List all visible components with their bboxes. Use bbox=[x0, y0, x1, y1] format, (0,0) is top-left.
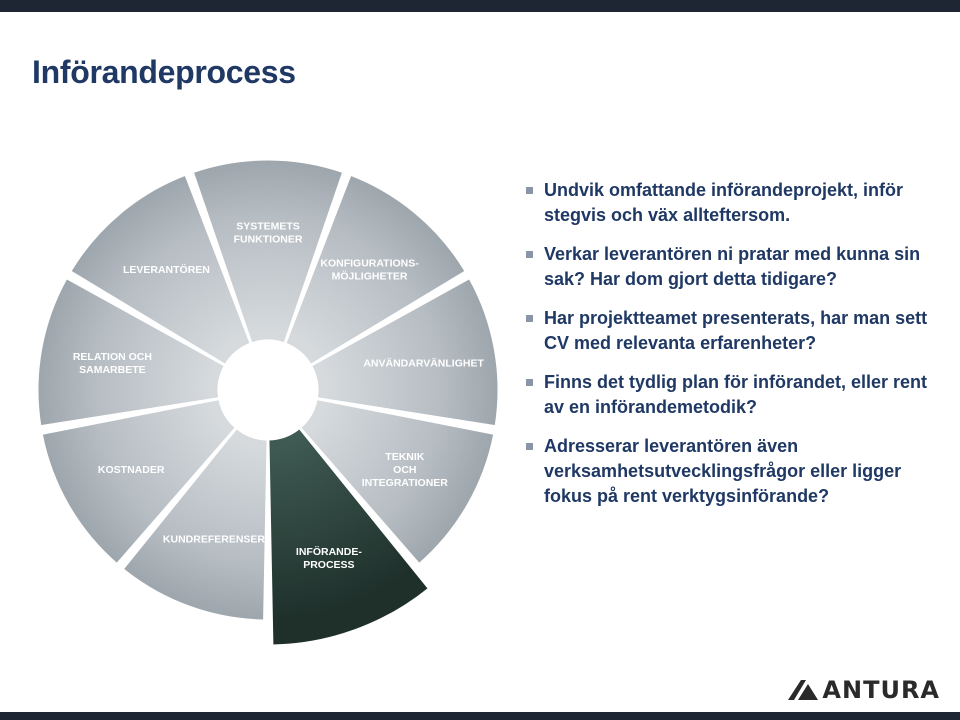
bullet-marker bbox=[526, 251, 533, 258]
bullet-marker bbox=[526, 379, 533, 386]
wheel-label-line: TEKNIK bbox=[385, 451, 425, 463]
bullet-marker bbox=[526, 187, 533, 194]
wheel-label-line: KONFIGURATIONS- bbox=[320, 257, 419, 269]
wheel-segment-label: LEVERANTÖREN bbox=[123, 263, 210, 276]
wheel-segment bbox=[122, 428, 268, 621]
wheel-segment bbox=[37, 278, 225, 427]
bullet-marker bbox=[526, 315, 533, 322]
wheel-segment bbox=[268, 428, 429, 646]
top-bar bbox=[0, 0, 960, 12]
wheel-segment-label: ANVÄNDARVÄNLIGHET bbox=[363, 357, 484, 370]
wheel-segment bbox=[300, 399, 495, 565]
wheel-label-line: KOSTNADER bbox=[98, 464, 165, 476]
wheel-label-line: RELATION OCH bbox=[73, 351, 152, 363]
wheel-segment bbox=[311, 278, 499, 427]
bullet-item: Har projektteamet presenterats, har man … bbox=[526, 306, 946, 356]
wheel-segment bbox=[70, 174, 251, 365]
wheel-segment-label: KOSTNADER bbox=[98, 464, 165, 476]
antura-logo-icon bbox=[788, 680, 819, 700]
bullet-item: Undvik omfattande införandeprojekt, infö… bbox=[526, 178, 946, 228]
bullet-item: Adresserar leverantören även verksamhets… bbox=[526, 434, 946, 509]
wheel-label-line: FUNKTIONER bbox=[234, 234, 303, 246]
wheel-segment-label: INFÖRANDE-PROCESS bbox=[296, 545, 362, 571]
wheel-label-line: INTEGRATIONER bbox=[362, 477, 449, 489]
bullet-list: Undvik omfattande införandeprojekt, infö… bbox=[526, 178, 946, 523]
wheel-segment bbox=[41, 399, 236, 565]
wheel-label-line: PROCESS bbox=[303, 559, 354, 571]
wheel-label-line: INFÖRANDE- bbox=[296, 545, 362, 558]
bullet-marker bbox=[526, 443, 533, 450]
wheel-label-line: OCH bbox=[393, 464, 416, 476]
antura-logo-text: ANTURA bbox=[822, 676, 940, 704]
wheel-label-line: SYSTEMETS bbox=[236, 221, 300, 233]
wheel-segment-label: KUNDREFERENSER bbox=[163, 533, 266, 545]
bullet-item: Finns det tydlig plan för införandet, el… bbox=[526, 370, 946, 420]
wheel-label-line: SAMARBETE bbox=[79, 364, 146, 376]
wheel-segment bbox=[192, 159, 344, 344]
wheel-center-hole bbox=[222, 344, 314, 436]
wheel-segment-label: KONFIGURATIONS-MÖJLIGHETER bbox=[320, 257, 419, 282]
antura-logo: ANTURA bbox=[786, 676, 940, 704]
bullet-item: Verkar leverantören ni pratar med kunna … bbox=[526, 242, 946, 292]
bottom-bar bbox=[0, 712, 960, 720]
wheel-label-line: KUNDREFERENSER bbox=[163, 533, 266, 545]
slide-title: Införandeprocess bbox=[32, 54, 296, 90]
wheel-label-line: ANVÄNDARVÄNLIGHET bbox=[363, 357, 484, 370]
wheel-label-line: LEVERANTÖREN bbox=[123, 263, 210, 276]
wheel-label-line: MÖJLIGHETER bbox=[332, 269, 408, 282]
wheel-segment bbox=[285, 174, 466, 365]
